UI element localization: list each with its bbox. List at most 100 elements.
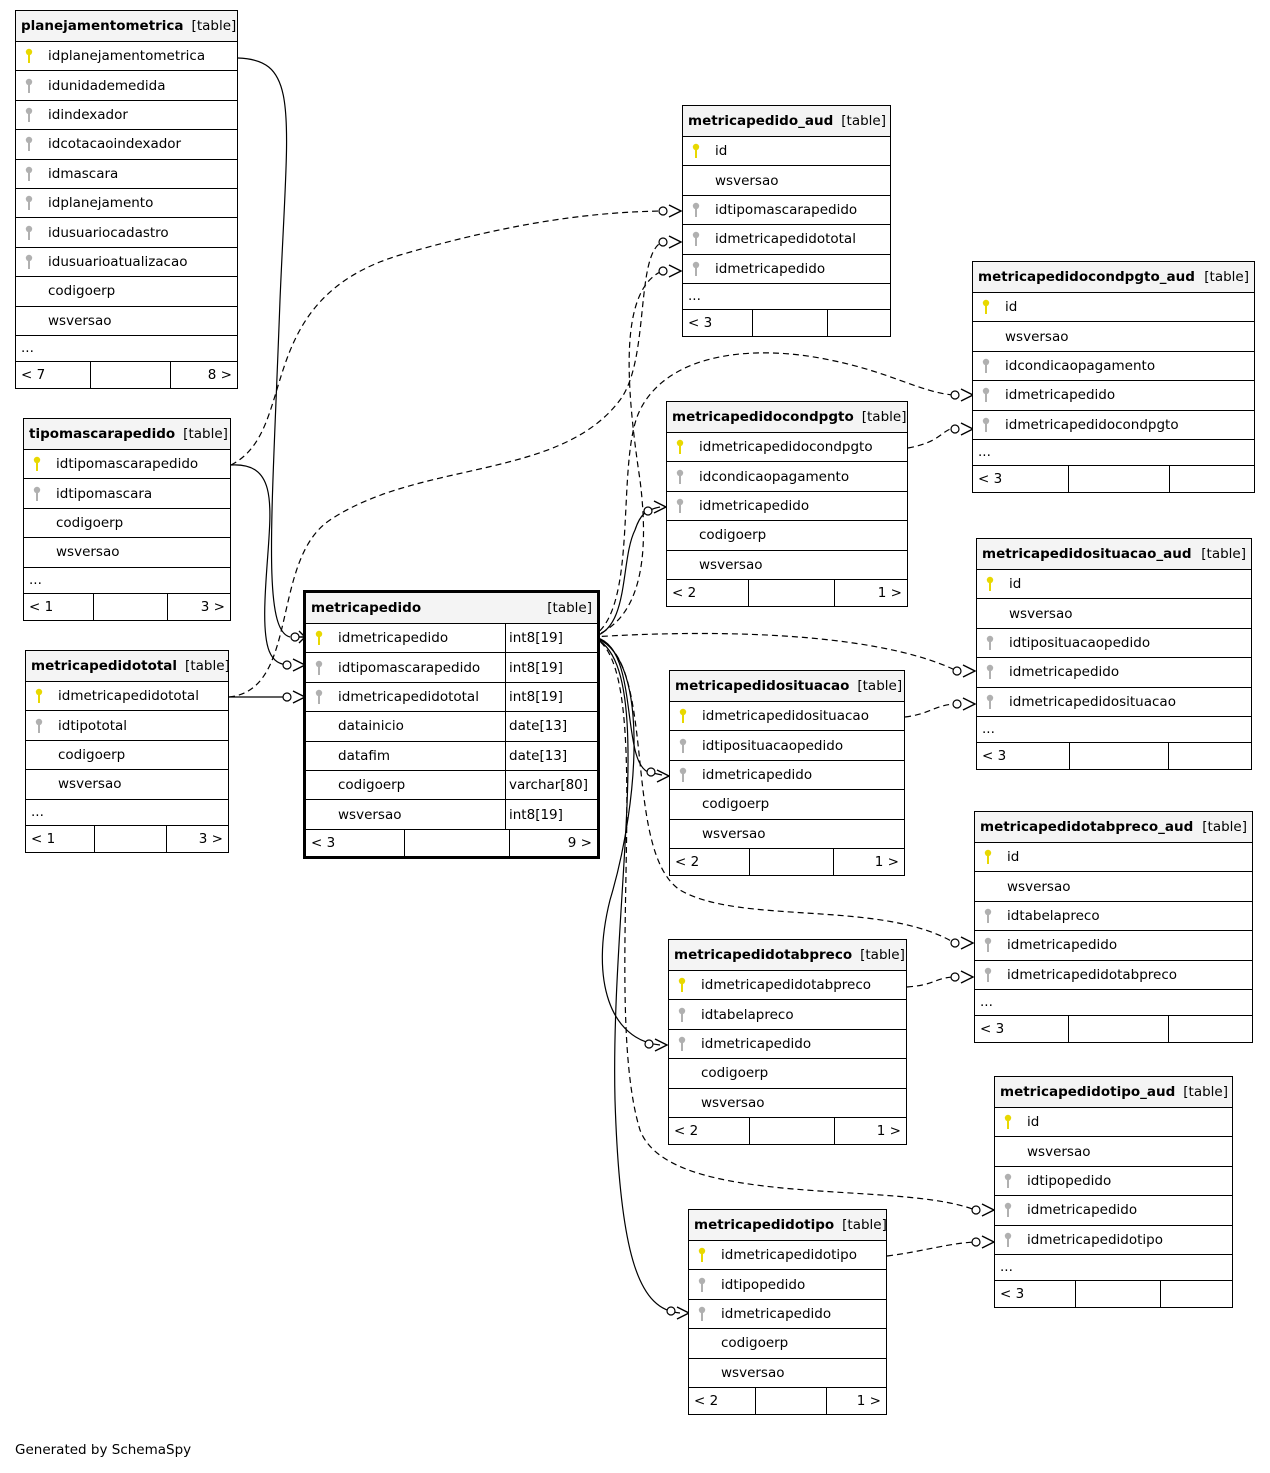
column-row[interactable]: idtipomascara [24, 479, 230, 509]
column-name: idmetricapedidotipo [1027, 1231, 1163, 1248]
column-row[interactable]: idtipomascarapedido [683, 196, 890, 226]
column-row[interactable]: codigoerp [26, 741, 228, 771]
table-metricapedidotabpreco[interactable]: metricapedidotabpreco[table]idmetricaped… [668, 939, 907, 1145]
column-row[interactable]: idmetricapedido [689, 1300, 886, 1330]
column-row[interactable]: wsversao [973, 322, 1254, 352]
table-planejamentometrica[interactable]: planejamentometrica[table]idplanejamento… [15, 10, 238, 389]
more-columns: ... [24, 568, 230, 594]
column-row[interactable]: idtiposituacaopedido [670, 731, 904, 761]
column-row[interactable]: idtipopedido [995, 1167, 1232, 1197]
column-row[interactable]: idmetricapedido [973, 381, 1254, 411]
column-row[interactable]: idtabelapreco [669, 1000, 906, 1030]
column-row[interactable]: idmetricapedido [669, 1030, 906, 1060]
column-row[interactable]: idtiposituacaopedido [977, 629, 1251, 659]
column-row[interactable]: wsversao [683, 166, 890, 196]
column-icon [16, 225, 42, 241]
column-row[interactable]: wsversao [16, 307, 237, 336]
column-row[interactable]: idmetricapedido [975, 931, 1252, 961]
column-row[interactable]: wsversao [995, 1137, 1232, 1167]
table-metricapedidotipo[interactable]: metricapedidotipo[table]idmetricapedidot… [688, 1209, 887, 1415]
more-columns: ... [973, 440, 1254, 466]
column-name: codigoerp [699, 527, 767, 544]
column-row[interactable]: codigoerp [669, 1059, 906, 1089]
column-row[interactable]: idmetricapedidototal [683, 225, 890, 255]
column-icon [683, 202, 709, 218]
column-row[interactable]: id [977, 570, 1251, 600]
column-row[interactable]: codigoerp [24, 509, 230, 539]
column-row[interactable]: idusuariocadastro [16, 218, 237, 248]
column-icon [306, 689, 332, 705]
column-row[interactable]: wsversao [689, 1359, 886, 1388]
primary-key-icon [678, 977, 686, 993]
column-row[interactable]: idcotacaoindexador [16, 130, 237, 160]
column-row[interactable]: idmetricapedidotipo [689, 1241, 886, 1271]
column-row[interactable]: idmetricapedidotabpreco [669, 971, 906, 1001]
column-row[interactable]: idmetricapedidosituacao [977, 688, 1251, 717]
column-row[interactable]: codigoerp [667, 521, 907, 551]
column-name: wsversao [715, 172, 779, 189]
column-row[interactable]: idtipototal [26, 711, 228, 741]
table-name: metricapedidocondpgto_aud [978, 269, 1195, 285]
parents-count: < 3 [306, 829, 405, 856]
column-row[interactable]: idmetricapedido [683, 255, 890, 284]
table-metricapedidocondpgto[interactable]: metricapedidocondpgto[table]idmetricaped… [666, 401, 908, 607]
column-row[interactable]: wsversao [667, 551, 907, 580]
column-row[interactable]: wsversao [975, 872, 1252, 902]
column-row[interactable]: wsversao [24, 538, 230, 568]
column-row[interactable]: idmetricapedidototal [26, 682, 228, 712]
column-row[interactable]: idtipopedido [689, 1270, 886, 1300]
column-row[interactable]: idmetricapedidotipo [995, 1226, 1232, 1255]
table-metricapedidototal[interactable]: metricapedidototal[table]idmetricapedido… [25, 650, 230, 853]
column-row[interactable]: idindexador [16, 101, 237, 131]
column-row[interactable]: idunidademedida [16, 71, 237, 101]
table-tipomascarapedido[interactable]: tipomascarapedido[table]idtipomascaraped… [23, 418, 231, 621]
column-row[interactable]: idtipomascarapedido [24, 450, 230, 480]
column-row[interactable]: idusuarioatualizacao [16, 248, 237, 278]
column-row[interactable]: idplanejamento [16, 189, 237, 219]
column-row[interactable]: codigoerp [670, 790, 904, 820]
column-row[interactable]: idmascara [16, 160, 237, 189]
column-row[interactable]: id [995, 1108, 1232, 1138]
column-row[interactable]: idmetricapedidocondpgto [667, 433, 907, 463]
column-row[interactable]: id [683, 137, 890, 167]
column-row[interactable]: idmetricapedido [670, 761, 904, 791]
column-row[interactable]: idmetricapedidocondpgto [973, 411, 1254, 440]
column-row[interactable]: wsversao [669, 1089, 906, 1118]
column-row[interactable]: codigoerp [16, 277, 237, 307]
column-row[interactable]: idmetricapedido [977, 658, 1251, 688]
column-row[interactable]: idcondicaopagamento [973, 352, 1254, 382]
foreign-key-icon [698, 1306, 706, 1321]
column-row[interactable]: id [975, 843, 1252, 873]
foreign-key-icon [676, 498, 684, 513]
footer-middle [753, 309, 828, 336]
column-row[interactable]: wsversao [26, 770, 228, 800]
column-row[interactable]: idmetricapedido [995, 1196, 1232, 1226]
column-row[interactable]: id [973, 293, 1254, 323]
column-row[interactable]: idmetricapedidosituacao [670, 702, 904, 732]
column-name: idtipomascarapedido [338, 659, 481, 676]
column-row[interactable]: codigoerp [689, 1329, 886, 1359]
table-metricapedidosituacao[interactable]: metricapedidosituacao[table]idmetricaped… [669, 670, 905, 876]
column-row[interactable]: wsversao [977, 599, 1251, 629]
edge-metricapedido-tipo [591, 636, 681, 1314]
column-row[interactable]: idplanejamentometrica [16, 42, 237, 72]
column-icon [683, 261, 709, 277]
column-row[interactable]: idtabelapreco [975, 902, 1252, 932]
column-row[interactable]: idmetricapedidotabpreco [975, 961, 1252, 990]
column-row[interactable]: wsversao [670, 820, 904, 849]
column-row[interactable]: idcondicaopagamento [667, 462, 907, 492]
column-row[interactable]: idmetricapedido [667, 492, 907, 522]
